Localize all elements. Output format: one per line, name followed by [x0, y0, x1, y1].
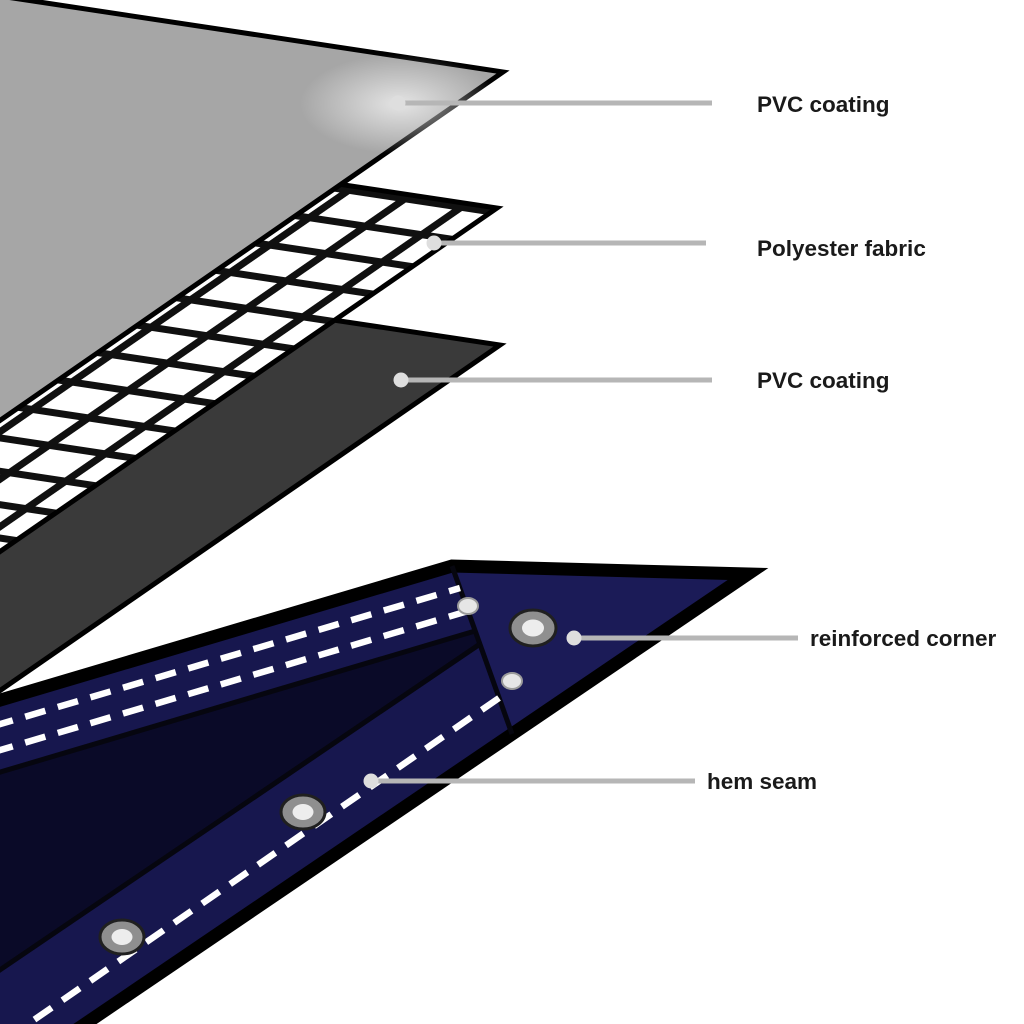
tarp-assembly: [0, 559, 769, 1024]
top-hem-inner-seam: [0, 628, 476, 775]
grommet-hem-2: [98, 918, 146, 956]
grommet-hole: [111, 929, 133, 945]
leader-pvc-coating-top: [390, 95, 712, 111]
leader-dot: [363, 773, 379, 789]
label-reinforced-corner: reinforced corner: [810, 626, 997, 651]
corner-seam: [449, 565, 515, 735]
label-pvc-coating-top: PVC coating: [757, 92, 890, 117]
leader-dot: [566, 630, 582, 646]
label-polyester-fabric: Polyester fabric: [757, 236, 926, 261]
leader-pvc-coating-mid: [393, 372, 712, 388]
bottom-hem-inner-seam: [0, 641, 482, 973]
grommet-hem-1: [279, 793, 327, 831]
grommet-hole: [522, 619, 544, 637]
corner-rivet-2: [501, 672, 523, 690]
grommet-corner: [508, 608, 558, 648]
leader-polyester-fabric: [426, 235, 706, 251]
leader-hem-seam: [363, 773, 695, 789]
leader-reinforced-corner: [566, 630, 798, 646]
top-hem-stitch-row-1: [0, 584, 461, 728]
leader-dot: [390, 95, 406, 111]
label-pvc-coating-mid: PVC coating: [757, 368, 890, 393]
top-hem-stitch-row-2: [0, 607, 469, 754]
grommet-hole: [292, 804, 314, 820]
leader-dot: [426, 235, 442, 251]
leader-dot: [393, 372, 409, 388]
corner-rivet-1: [457, 597, 479, 615]
tarp-reinforced-corner-panel: [452, 566, 748, 734]
label-hem-seam: hem seam: [707, 769, 817, 794]
